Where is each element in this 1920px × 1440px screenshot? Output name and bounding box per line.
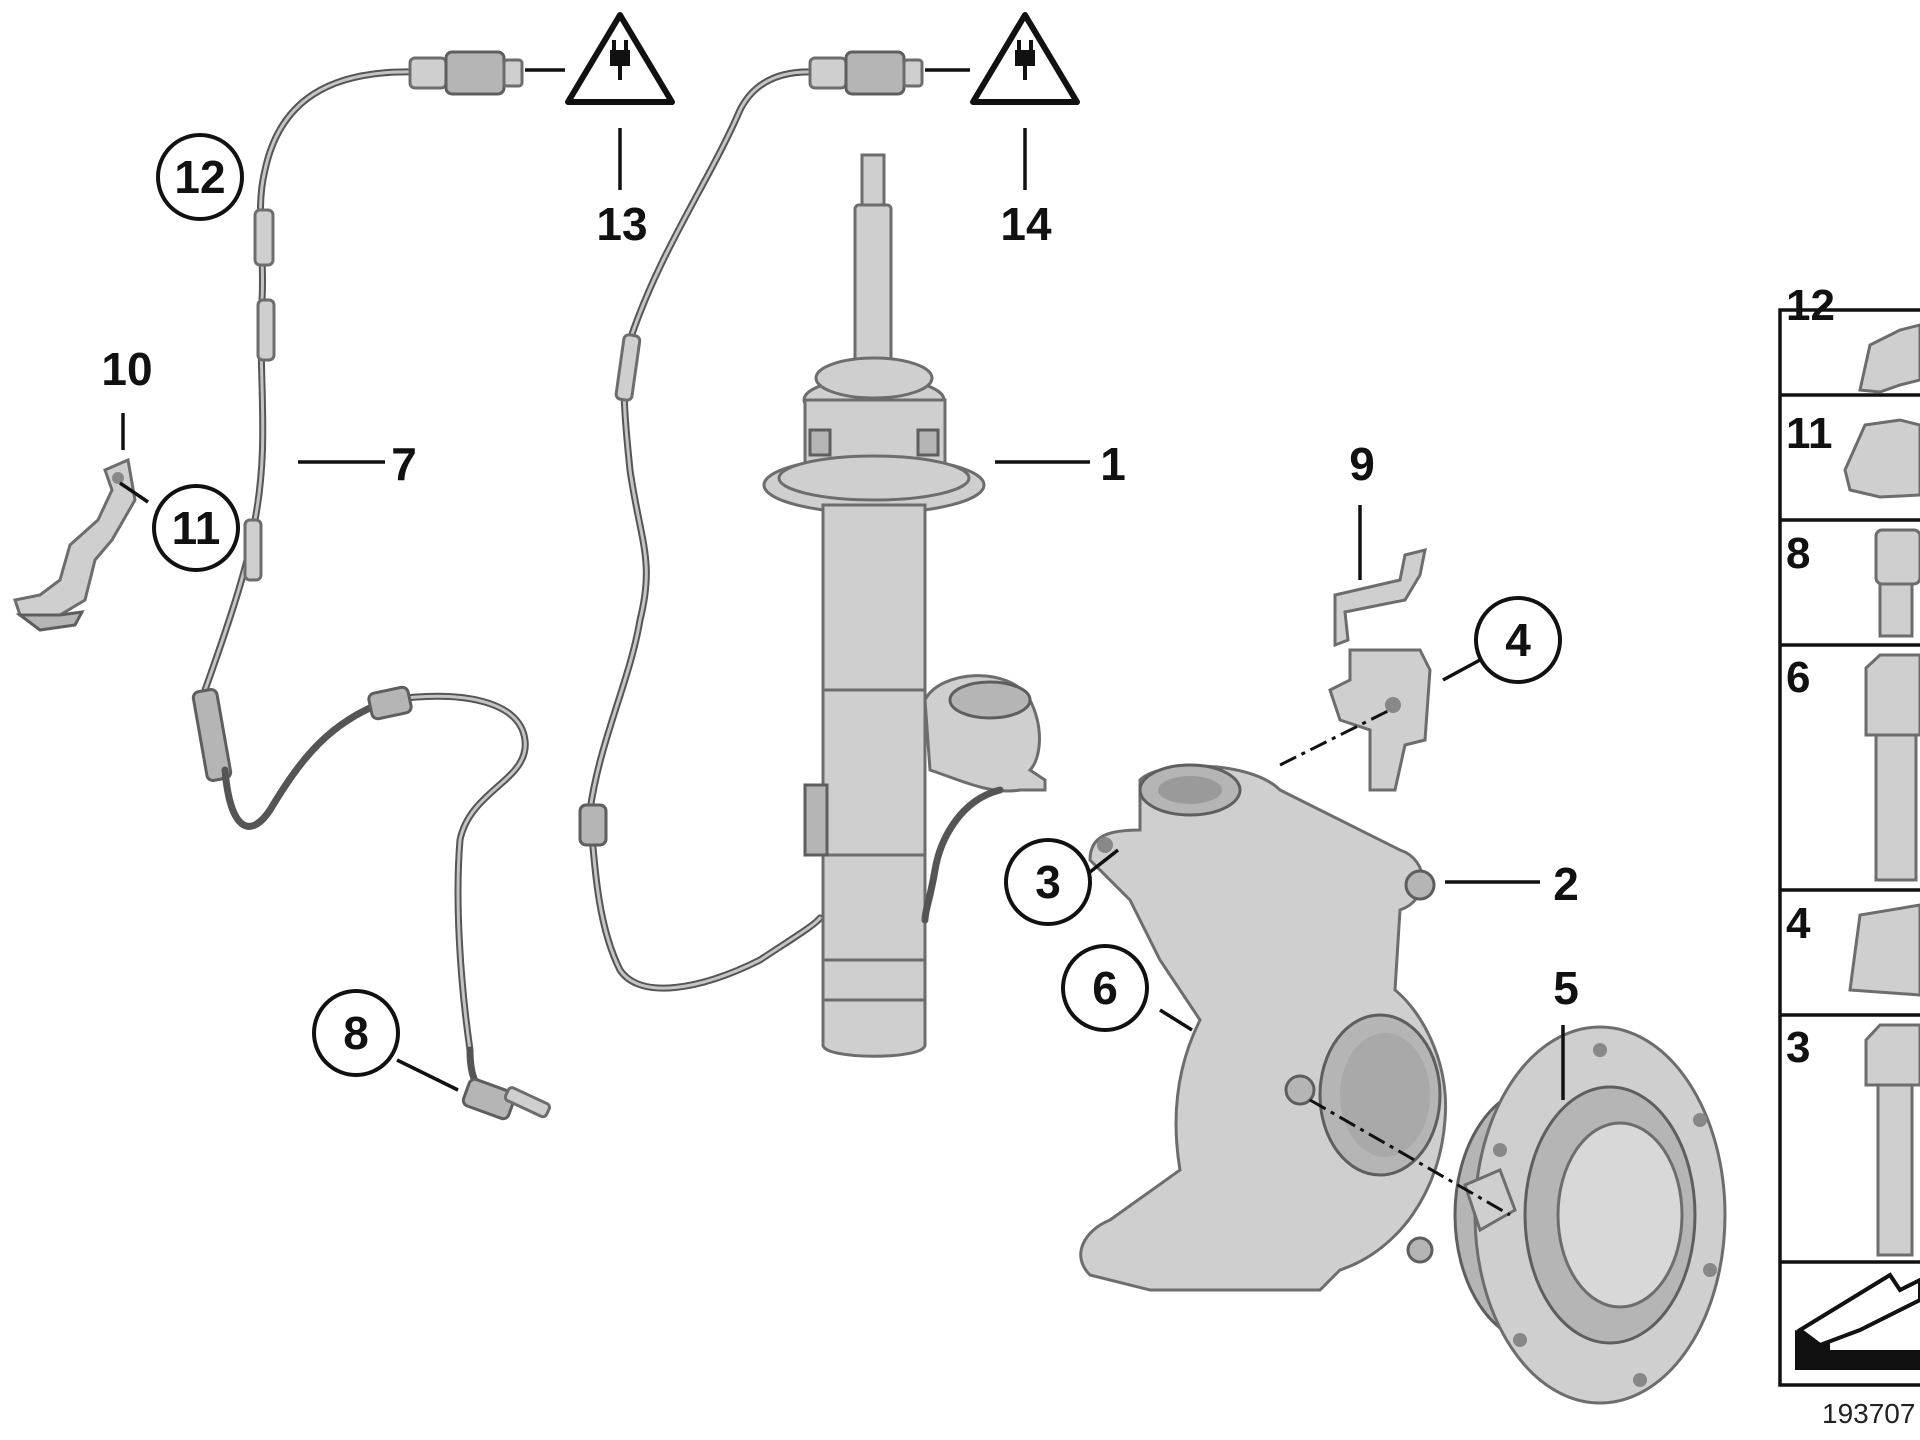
fastener-legend: 12 11 8 6 4 3 [1778, 281, 1920, 1387]
svg-text:4: 4 [1786, 899, 1811, 948]
svg-text:8: 8 [343, 1007, 369, 1059]
svg-text:8: 8 [1786, 529, 1810, 578]
callout-11: 11 [152, 484, 240, 572]
callout-13: 13 [596, 198, 647, 250]
legend-item-4: 4 [1786, 899, 1920, 997]
svg-text:10: 10 [101, 343, 152, 395]
wheel-hub-5 [1453, 1025, 1727, 1405]
svg-text:5: 5 [1553, 962, 1579, 1014]
svg-text:12: 12 [174, 151, 225, 203]
svg-text:2: 2 [1553, 858, 1579, 910]
abs-sensor-8 [461, 1046, 551, 1121]
electrical-plug-warning-icon [565, 12, 675, 105]
direction-arrow-icon [1795, 1272, 1920, 1370]
svg-text:11: 11 [1786, 409, 1833, 458]
legend-item-11: 11 [1786, 409, 1920, 499]
svg-text:1: 1 [1100, 438, 1126, 490]
leader-lines [119, 68, 1565, 1100]
assembly-lines [1279, 708, 1511, 1217]
connector-13 [408, 50, 524, 96]
svg-text:12: 12 [1786, 281, 1835, 330]
svg-text:14: 14 [1000, 198, 1052, 250]
legend-item-6: 6 [1786, 653, 1920, 882]
callout-14: 14 [1000, 198, 1052, 250]
svg-text:6: 6 [1786, 653, 1810, 702]
svg-text:13: 13 [596, 198, 647, 250]
svg-text:193707: 193707 [1822, 1398, 1915, 1429]
shock-absorber-1 [762, 153, 1047, 1058]
svg-text:6: 6 [1092, 962, 1118, 1014]
legend-item-8: 8 [1786, 528, 1920, 638]
svg-text:11: 11 [172, 502, 221, 554]
svg-text:7: 7 [391, 438, 417, 490]
callout-1: 1 [1100, 438, 1126, 490]
callout-12: 12 [156, 133, 244, 221]
bracket-9 [1328, 547, 1432, 792]
bracket-10 [13, 457, 137, 632]
callout-5: 5 [1553, 962, 1579, 1014]
wheel-carrier-2 [1079, 763, 1448, 1292]
svg-text:3: 3 [1786, 1023, 1810, 1072]
callout-6: 6 [1061, 944, 1149, 1032]
callout-8: 8 [312, 989, 400, 1077]
svg-text:3: 3 [1035, 856, 1061, 908]
callout-4: 4 [1474, 596, 1562, 684]
svg-text:9: 9 [1349, 438, 1375, 490]
callout-2: 2 [1553, 858, 1579, 910]
callout-3: 3 [1004, 838, 1092, 926]
svg-text:4: 4 [1505, 614, 1531, 666]
reference-number: 193707 [1822, 1398, 1915, 1429]
connector-14 [808, 50, 924, 96]
sensor-cable-7 [191, 50, 529, 1054]
strut-sensor-cable [578, 50, 924, 992]
electrical-plug-warning-icon [970, 12, 1080, 105]
legend-item-12: 12 [1786, 281, 1920, 394]
callout-7: 7 [391, 438, 417, 490]
callout-9: 9 [1349, 438, 1375, 490]
callout-10: 10 [101, 343, 152, 395]
legend-item-3: 3 [1786, 1023, 1920, 1257]
